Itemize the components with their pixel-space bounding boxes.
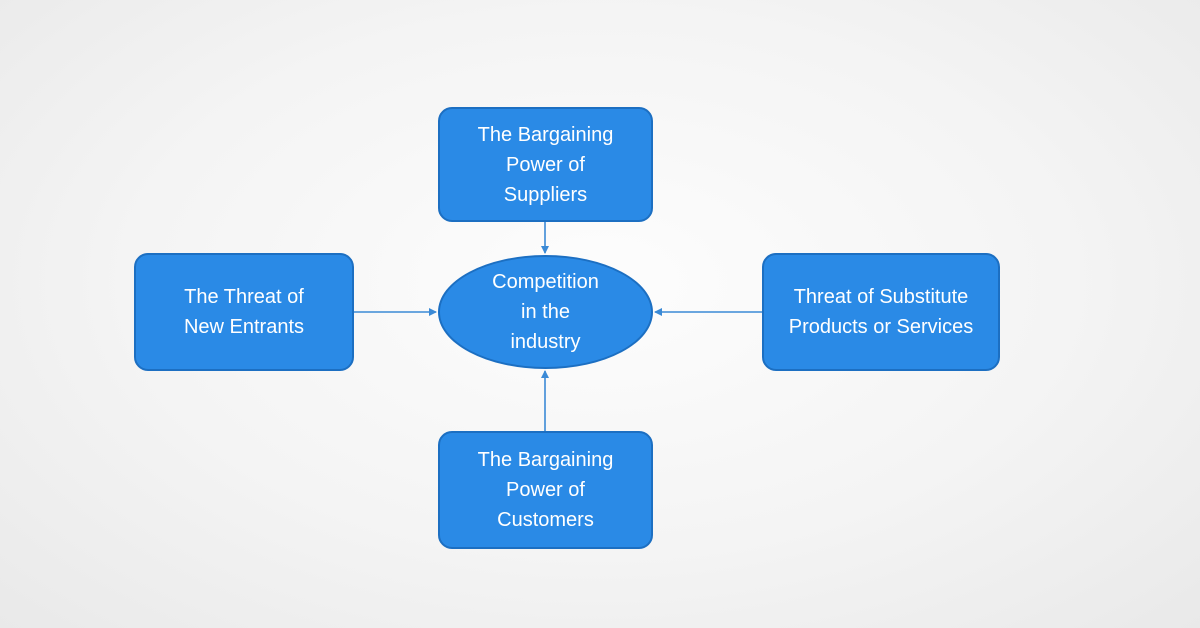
node-center-label: Competition in the industry bbox=[492, 271, 599, 353]
node-bargaining-power-of-customers: The Bargaining Power of Customers bbox=[438, 431, 653, 549]
node-threat-of-substitutes: Threat of Substitute Products or Service… bbox=[762, 253, 1000, 371]
node-competition-in-the-industry: Competition in the industry bbox=[438, 255, 653, 369]
node-entrants-label: The Threat of New Entrants bbox=[183, 286, 305, 338]
node-substitutes-label: Threat of Substitute Products or Service… bbox=[788, 286, 974, 338]
node-threat-of-new-entrants: The Threat of New Entrants bbox=[134, 253, 354, 371]
node-customers-label: The Bargaining Power of Customers bbox=[477, 449, 614, 531]
node-bargaining-power-of-suppliers: The Bargaining Power of Suppliers bbox=[438, 107, 653, 222]
node-suppliers-label: The Bargaining Power of Suppliers bbox=[477, 123, 614, 206]
